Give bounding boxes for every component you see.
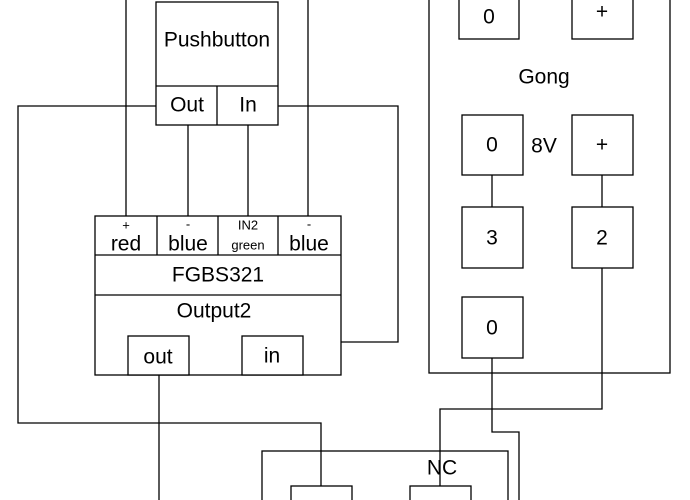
relay-terminal-left [290,485,353,500]
wire-gong-0-relay [491,358,520,500]
fgbs-in-terminal [241,335,304,376]
gong-terminal-top-right-label: + [596,1,608,24]
fgbs-out-terminal [127,335,190,376]
fgbs-terminal-1-bottom: red [111,233,141,256]
gong-terminal-low-right [571,206,634,269]
fgbs-in-label: in [264,345,280,368]
relay-terminal-right [409,485,472,500]
gong-terminal-mid-left [461,114,524,176]
fgbs-terminal-2-top: - [186,217,190,232]
gong-voltage-label: 8V [531,135,557,158]
fgbs-model-label: FGBS321 [172,264,264,287]
relay: NC [261,450,509,500]
gong-terminal-top-left-label: 0 [483,6,495,29]
fgbs-terminal-4-top: - [307,217,311,232]
gong-terminal-mid-right [571,114,634,176]
wire-right-loop [303,105,399,343]
fgbs-terminal-1-top: + [122,218,130,233]
wires [17,0,603,500]
gong-terminal-top-left [458,0,520,40]
pushbutton-title: Pushbutton [164,29,270,52]
gong-terminal-mid-left-label: 0 [486,134,498,157]
fgbs-terminal-3-bottom: green [231,238,264,253]
fgbs-module: + red - blue IN2 green - blue FGBS321 Ou… [94,215,342,376]
gong-title: Gong [518,66,569,89]
pushbutton-out-label: Out [170,94,204,117]
relay-nc-label: NC [427,457,457,480]
gong-terminal-low-right-label: 2 [596,227,608,250]
gong-terminal-low-left-label: 3 [486,227,498,250]
wire-left-loop [17,105,322,486]
fgbs-terminal-2-bottom: blue [168,233,208,256]
gong-enclosure [428,0,671,374]
gong-terminal-top-right [571,0,634,40]
fgbs-output-label: Output2 [177,300,252,323]
relay-body [261,450,509,500]
pushbutton-in-label: In [239,94,257,117]
fgbs-terminal-3-top: IN2 [238,218,258,233]
gong-terminal-bottom [461,296,524,359]
wire-gong-2-relay [439,268,603,486]
fgbs-terminal-4-bottom: blue [289,233,329,256]
gong-terminal-low-left [461,206,524,269]
fgbs-out-label: out [143,346,172,369]
gong-terminal-bottom-label: 0 [486,317,498,340]
pushbutton: Pushbutton Out In [155,1,279,126]
gong-terminal-mid-right-label: + [596,134,608,157]
